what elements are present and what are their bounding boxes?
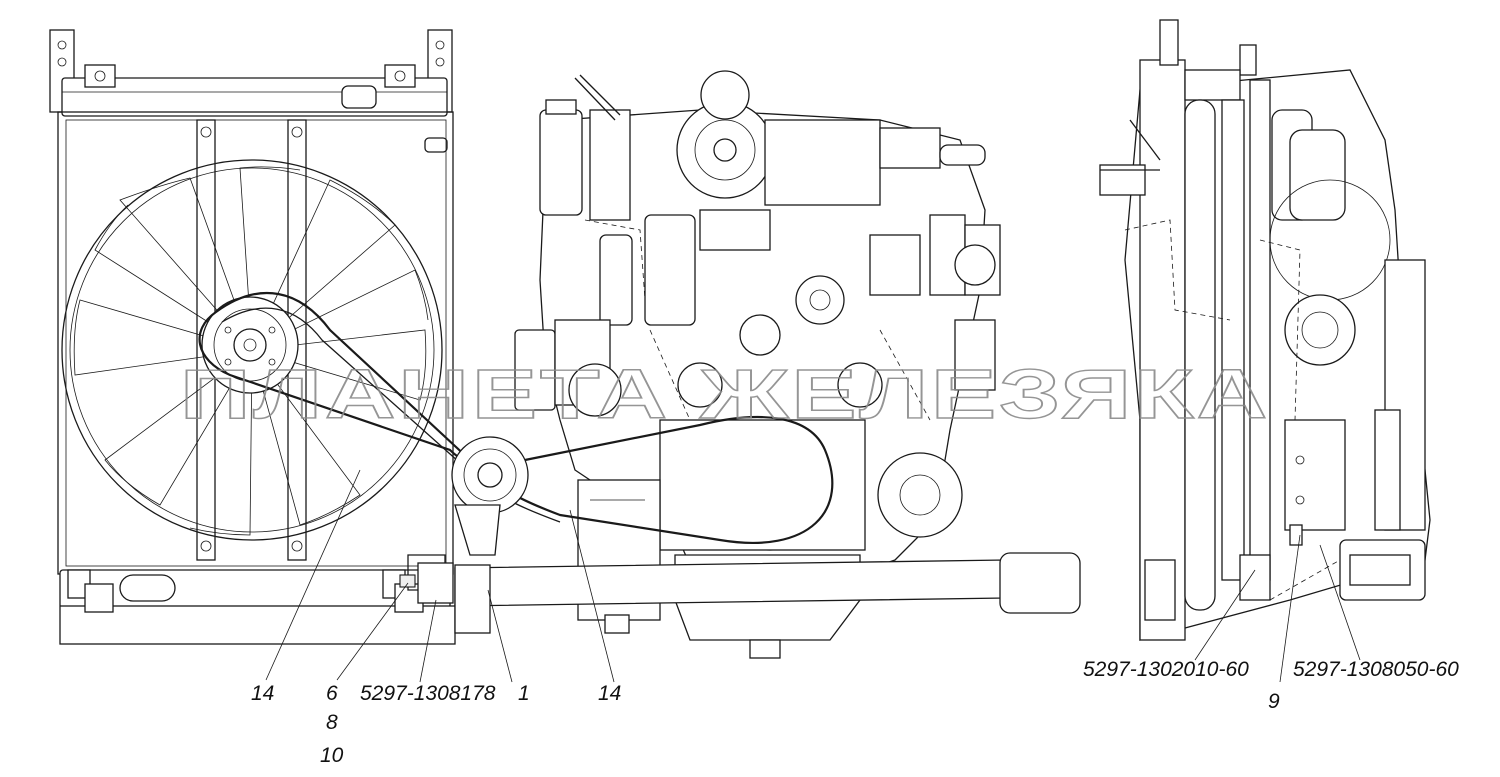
- callout-labels: 14 6 8 10 5297-1308178 1 14 5297-1302010…: [251, 658, 1459, 767]
- callout-14-right: 14: [598, 682, 621, 705]
- engine-front-view: [198, 70, 1081, 659]
- callout-10: 10: [320, 744, 344, 767]
- callout-8: 8: [326, 711, 338, 734]
- engine-side-view: [1099, 19, 1431, 641]
- radiator-fan-assembly: [49, 29, 456, 645]
- watermark: ПЛАНЕТА ЖЕЛЕЗЯКА: [180, 355, 1270, 433]
- callout-5297-1308178: 5297-1308178: [360, 682, 496, 705]
- callout-5297-1302010-60: 5297-1302010-60: [1083, 658, 1249, 681]
- callout-1: 1: [518, 682, 530, 705]
- callout-6: 6: [326, 682, 338, 705]
- callout-14-left: 14: [251, 682, 274, 705]
- callout-5297-1308050-60: 5297-1308050-60: [1293, 658, 1459, 681]
- leader-lines: [265, 469, 1361, 683]
- callout-9: 9: [1268, 690, 1280, 713]
